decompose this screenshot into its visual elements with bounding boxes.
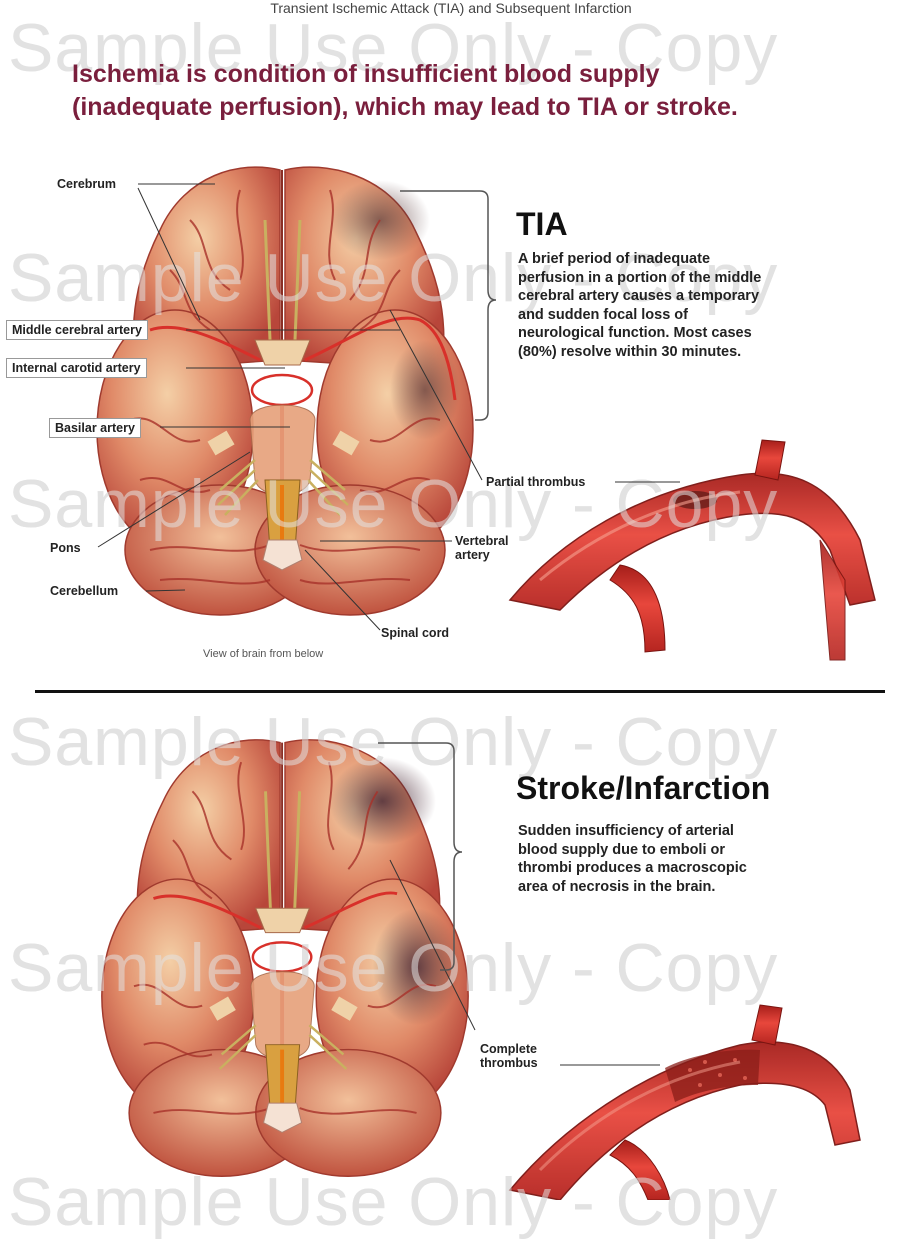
stroke-title: Stroke/Infarction [516, 770, 771, 806]
tia-line: neurological function. Most cases [518, 325, 752, 341]
artery-partial-thrombus-illustration [508, 439, 876, 661]
brace-icon [400, 190, 497, 421]
label-pons: Pons [50, 541, 81, 555]
section-divider [35, 690, 885, 693]
brace-icon [378, 742, 463, 971]
tia-line: (80%) resolve within 30 minutes. [518, 343, 742, 360]
headline: Ischemia is condition of insufficient bl… [72, 58, 892, 124]
label-complete-line-1: Complete [480, 1042, 537, 1056]
tia-line: cerebral artery causes a temporary [518, 288, 760, 304]
tia-leader-lines [97, 183, 680, 631]
label-complete-line-2: thrombus [480, 1056, 538, 1070]
tia-line: perfusion in a portion of the middle [518, 269, 762, 286]
stroke-leader-lines [378, 742, 660, 1066]
stroke-description: Sudden insufficiency of arterial blood s… [518, 822, 747, 896]
headline-line-1: Ischemia is condition of insufficient bl… [72, 60, 660, 88]
brain-illustration-tia [96, 166, 474, 616]
tia-title: TIA [516, 206, 568, 242]
label-internal-carotid-artery: Internal carotid artery [6, 358, 147, 378]
label-vertebral-line-1: Vertebral [455, 534, 509, 548]
stroke-line: blood supply due to emboli or [518, 841, 726, 858]
label-vertebral-line-2: artery [455, 548, 490, 562]
headline-line-2: (inadequate perfusion), which may lead t… [72, 93, 738, 121]
tia-line: A brief period of inadequate [518, 251, 711, 267]
tia-line: and sudden focal loss of [518, 306, 688, 323]
label-basilar-artery: Basilar artery [49, 418, 141, 438]
artery-complete-thrombus-illustration [508, 1004, 861, 1200]
stroke-line: thrombi produces a macroscopic [518, 860, 747, 876]
figure-title: Transient Ischemic Attack (TIA) and Subs… [270, 0, 632, 16]
caption-view-from-below: View of brain from below [203, 648, 324, 660]
label-middle-cerebral-artery: Middle cerebral artery [6, 320, 148, 340]
label-cerebrum: Cerebrum [57, 177, 117, 191]
tia-description: A brief period of inadequate perfusion i… [518, 250, 761, 361]
label-partial-thrombus: Partial thrombus [486, 475, 586, 489]
brain-illustration-stroke [101, 739, 469, 1177]
label-complete-thrombus: Complete thrombus [480, 1042, 538, 1070]
stroke-line: Sudden insufficiency of arterial [518, 823, 734, 839]
stroke-line: area of necrosis in the brain. [518, 878, 716, 895]
label-cerebellum: Cerebellum [50, 584, 119, 598]
label-spinal-cord: Spinal cord [381, 626, 450, 640]
label-vertebral-artery: Vertebral artery [455, 534, 509, 562]
